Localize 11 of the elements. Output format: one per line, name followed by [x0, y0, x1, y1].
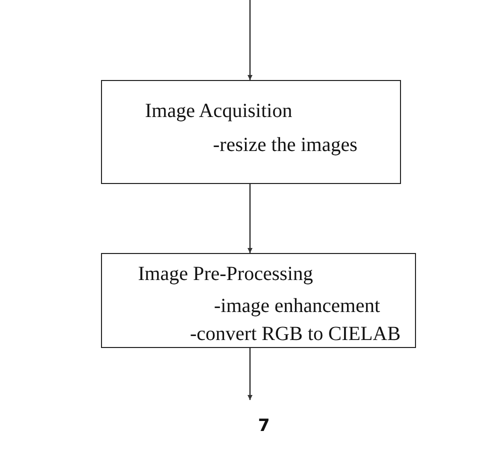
arrow	[247, 184, 253, 253]
step-text: -image enhancement	[214, 294, 380, 318]
box-heading: Image Pre-Processing	[138, 262, 313, 286]
process-box	[101, 80, 401, 184]
page-number: 7	[258, 416, 270, 436]
arrow	[247, 0, 253, 80]
box-heading: Image Acquisition	[145, 99, 292, 123]
process-box	[101, 253, 416, 348]
step-text: -resize the images	[213, 133, 358, 157]
step-text: -convert RGB to CIELAB	[190, 322, 401, 346]
arrow	[247, 348, 253, 400]
